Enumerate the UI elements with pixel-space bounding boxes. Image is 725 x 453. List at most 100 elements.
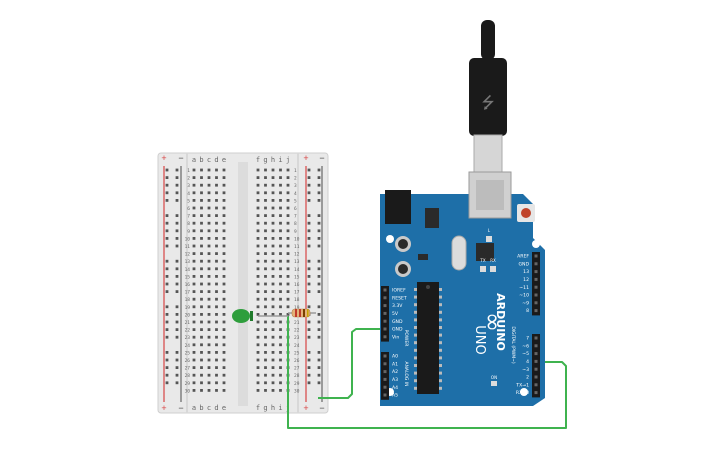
rail-hole[interactable]: [165, 366, 169, 369]
breadboard-hole[interactable]: [264, 275, 267, 278]
breadboard-hole[interactable]: [286, 282, 290, 286]
digital-pin[interactable]: [534, 383, 538, 387]
breadboard-hole[interactable]: [271, 343, 275, 347]
wire-gnd[interactable]: [318, 328, 392, 399]
breadboard-hole[interactable]: [192, 320, 196, 324]
breadboard-hole[interactable]: [264, 373, 267, 377]
breadboard-hole[interactable]: [200, 275, 203, 278]
rail-hole[interactable]: [175, 168, 179, 172]
breadboard-hole[interactable]: [207, 290, 211, 293]
breadboard-hole[interactable]: [207, 168, 211, 172]
rail-hole[interactable]: [307, 275, 311, 278]
breadboard-hole[interactable]: [215, 259, 218, 263]
rail-hole[interactable]: [307, 221, 311, 225]
breadboard-hole[interactable]: [279, 221, 282, 225]
breadboard-hole[interactable]: [200, 229, 203, 233]
breadboard-hole[interactable]: [256, 381, 260, 385]
breadboard-hole[interactable]: [207, 183, 211, 187]
analog-pin[interactable]: [383, 377, 387, 381]
breadboard-hole[interactable]: [200, 313, 203, 316]
breadboard-hole[interactable]: [222, 275, 226, 278]
breadboard-hole[interactable]: [279, 275, 282, 278]
breadboard-hole[interactable]: [271, 297, 275, 301]
rail-hole[interactable]: [307, 351, 311, 354]
rail-hole[interactable]: [317, 244, 321, 248]
rail-hole[interactable]: [175, 199, 179, 202]
rail-hole[interactable]: [317, 275, 321, 278]
led[interactable]: [232, 309, 253, 323]
breadboard-hole[interactable]: [271, 351, 275, 354]
breadboard-hole[interactable]: [200, 290, 203, 293]
breadboard-hole[interactable]: [256, 237, 260, 240]
breadboard-hole[interactable]: [279, 320, 282, 324]
rail-hole[interactable]: [317, 328, 321, 331]
breadboard-hole[interactable]: [192, 313, 196, 316]
rail-hole[interactable]: [175, 313, 179, 316]
breadboard-hole[interactable]: [279, 351, 282, 354]
breadboard-hole[interactable]: [207, 373, 211, 377]
breadboard-hole[interactable]: [200, 282, 203, 286]
rail-hole[interactable]: [317, 282, 321, 286]
rail-hole[interactable]: [307, 176, 311, 179]
breadboard-hole[interactable]: [200, 381, 203, 385]
breadboard-hole[interactable]: [207, 206, 211, 210]
breadboard-hole[interactable]: [279, 244, 282, 248]
breadboard-hole[interactable]: [264, 191, 267, 195]
breadboard-hole[interactable]: [192, 275, 196, 278]
breadboard-hole[interactable]: [192, 229, 196, 233]
breadboard-hole[interactable]: [207, 351, 211, 354]
digital-pin[interactable]: [534, 367, 538, 371]
breadboard-hole[interactable]: [215, 313, 218, 316]
usb-cable[interactable]: ⭍: [469, 20, 507, 174]
power-pin[interactable]: [383, 304, 387, 308]
rail-hole[interactable]: [307, 259, 311, 263]
breadboard-hole[interactable]: [256, 267, 260, 271]
rail-hole[interactable]: [175, 366, 179, 369]
rail-hole[interactable]: [165, 199, 169, 202]
breadboard-hole[interactable]: [192, 328, 196, 331]
rail-hole[interactable]: [307, 237, 311, 240]
breadboard-hole[interactable]: [207, 343, 211, 347]
analog-pin[interactable]: [383, 370, 387, 374]
rail-hole[interactable]: [175, 221, 179, 225]
breadboard-hole[interactable]: [256, 328, 260, 331]
rail-hole[interactable]: [175, 191, 179, 195]
breadboard-hole[interactable]: [264, 252, 267, 255]
rail-hole[interactable]: [317, 176, 321, 179]
breadboard-hole[interactable]: [192, 252, 196, 255]
rail-hole[interactable]: [307, 381, 311, 385]
breadboard-hole[interactable]: [279, 214, 282, 217]
breadboard-hole[interactable]: [192, 389, 196, 392]
breadboard-hole[interactable]: [286, 206, 290, 210]
breadboard-hole[interactable]: [222, 366, 226, 369]
breadboard-hole[interactable]: [200, 252, 203, 255]
breadboard-hole[interactable]: [222, 221, 226, 225]
rail-hole[interactable]: [175, 320, 179, 324]
breadboard-hole[interactable]: [279, 282, 282, 286]
breadboard-hole[interactable]: [207, 313, 211, 316]
breadboard-hole[interactable]: [222, 237, 226, 240]
breadboard-hole[interactable]: [207, 282, 211, 286]
breadboard-hole[interactable]: [256, 335, 260, 339]
breadboard-hole[interactable]: [192, 267, 196, 271]
breadboard-hole[interactable]: [200, 267, 203, 271]
rail-hole[interactable]: [165, 221, 169, 225]
breadboard-hole[interactable]: [286, 168, 290, 172]
rail-hole[interactable]: [165, 351, 169, 354]
breadboard-hole[interactable]: [286, 252, 290, 255]
rail-hole[interactable]: [175, 237, 179, 240]
power-pin[interactable]: [383, 288, 387, 292]
breadboard-hole[interactable]: [271, 252, 275, 255]
breadboard-hole[interactable]: [286, 275, 290, 278]
breadboard-hole[interactable]: [279, 366, 282, 369]
breadboard-hole[interactable]: [271, 191, 275, 195]
breadboard-hole[interactable]: [207, 275, 211, 278]
analog-pin[interactable]: [383, 385, 387, 389]
breadboard-hole[interactable]: [286, 297, 290, 301]
breadboard-hole[interactable]: [279, 199, 282, 202]
breadboard-hole[interactable]: [271, 366, 275, 369]
breadboard-hole[interactable]: [264, 366, 267, 369]
breadboard-hole[interactable]: [192, 214, 196, 217]
rail-hole[interactable]: [165, 358, 169, 362]
breadboard-hole[interactable]: [207, 297, 211, 301]
